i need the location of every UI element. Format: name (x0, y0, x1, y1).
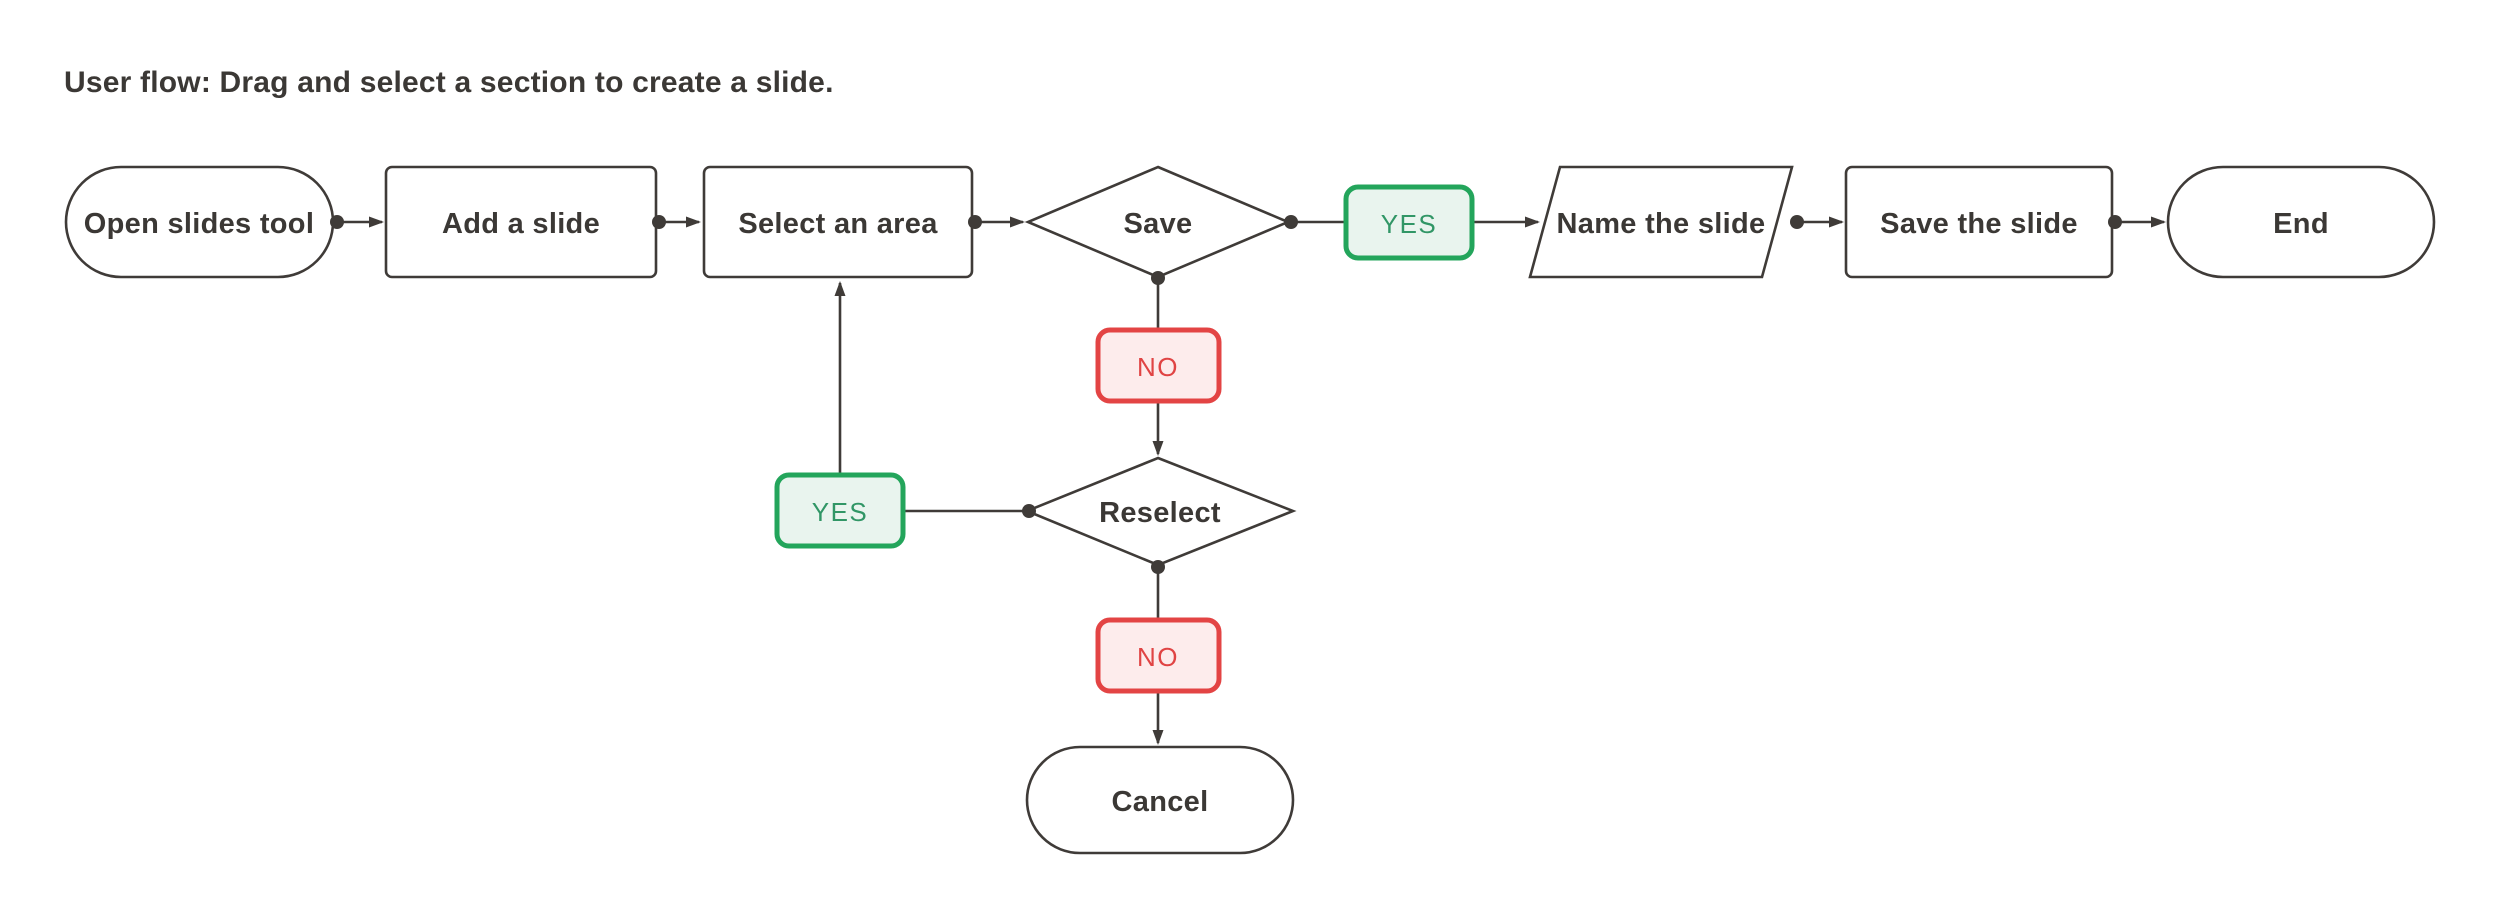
no-tag-shape (1095, 617, 1222, 694)
label-reselect-yes: YES (774, 472, 906, 549)
yes-tag-text: YES (1381, 209, 1438, 239)
node-save-decision: Save (1024, 165, 1292, 279)
node-cancel: Cancel (1025, 745, 1295, 855)
node-label: Name the slide (1557, 208, 1766, 240)
node-label: Cancel (1112, 786, 1209, 818)
connector-dot (1151, 271, 1165, 285)
node-label: Reselect (1099, 497, 1221, 529)
node-label: Select an area (738, 208, 938, 240)
node-add-a-slide: Add a slide (384, 165, 658, 279)
yes-tag-text: YES (812, 497, 869, 527)
node-label: Save the slide (1880, 208, 2078, 240)
node-label: End (2273, 208, 2329, 240)
node-name-the-slide: Name the slide (1528, 165, 1794, 279)
yes-tag-shape (1343, 184, 1475, 261)
connector-dot (652, 215, 666, 229)
label-save-no: NO (1095, 327, 1222, 404)
connector-dots (330, 215, 2122, 574)
connector-dot (1022, 504, 1036, 518)
node-reselect-decision: Reselect (1023, 456, 1297, 567)
terminator-shape (1025, 745, 1295, 855)
node-label: Save (1124, 208, 1193, 240)
connector-dot (1790, 215, 1804, 229)
node-label: Add a slide (442, 208, 600, 240)
edges (337, 216, 2166, 745)
no-tag-shape (1095, 327, 1222, 404)
node-open-slides-tool: Open slides tool (64, 165, 335, 279)
connector-dot (1151, 560, 1165, 574)
node-label: Open slides tool (84, 208, 314, 240)
label-reselect-no: NO (1095, 617, 1222, 694)
node-end: End (2166, 165, 2436, 279)
yes-tag-shape (774, 472, 906, 549)
no-tag-text: NO (1137, 352, 1179, 382)
label-save-yes: YES (1343, 184, 1475, 261)
node-save-the-slide: Save the slide (1844, 165, 2114, 279)
connector-dot (330, 215, 344, 229)
page-title: User flow: Drag and select a section to … (64, 66, 834, 99)
connector-dot (1284, 215, 1298, 229)
node-select-an-area: Select an area (702, 165, 974, 279)
connector-dot (2108, 215, 2122, 229)
input-output-shape (1528, 165, 1794, 279)
no-tag-text: NO (1137, 642, 1179, 672)
terminator-shape (2166, 165, 2436, 279)
connector-dot (968, 215, 982, 229)
